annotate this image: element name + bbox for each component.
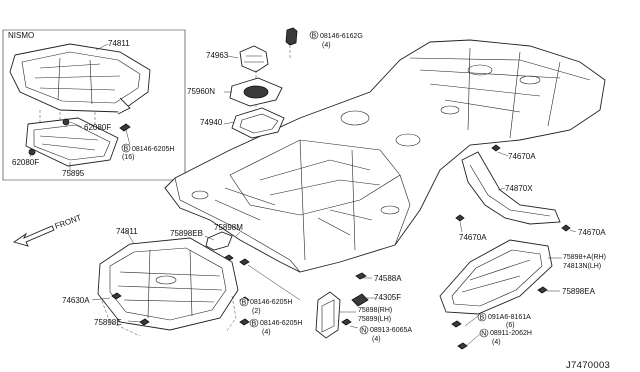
- label-74670a-2: 74670A: [578, 228, 606, 237]
- nut-badge: [479, 328, 489, 338]
- label-75898m: 75898M: [214, 223, 243, 232]
- bolt-badge: [309, 30, 319, 40]
- label-74305f: 74305F: [374, 293, 401, 302]
- label-74811-nismo: 74811: [108, 39, 130, 48]
- label-08913-qty: (4): [372, 336, 381, 343]
- clip-icon: [491, 144, 501, 152]
- cover-74940: [231, 107, 285, 139]
- bolt-badge-letter: B: [480, 315, 485, 322]
- label-08146-6162g: 08146-6162G: [320, 33, 363, 40]
- label-74811: 74811: [116, 227, 138, 236]
- label-74813n-lh: 74813N(LH): [563, 263, 601, 270]
- label-08911-2062h: 08911-2062H: [490, 330, 532, 337]
- shift-boot-group: 74963 75960N 74940 B 08146-6162G (4): [187, 27, 363, 139]
- label-74630a: 74630A: [62, 296, 90, 305]
- label-091a6-qty: (6): [506, 322, 515, 329]
- clip-icon: [561, 224, 571, 232]
- rear-undercover-group: 75898+A(RH) 74813N(LH) 75898EA B 091A6-8…: [439, 239, 606, 350]
- label-62080f-b: 62080F: [12, 158, 39, 167]
- bolt-badge: [477, 312, 487, 322]
- label-74940: 74940: [200, 118, 223, 127]
- front-arrow: FRONT: [12, 213, 83, 247]
- nut-badge: [359, 325, 369, 335]
- label-08146-6162g-qty: (4): [322, 42, 331, 49]
- insulator-74870x: [461, 151, 561, 225]
- front-undercover-group: 75898EB 75898M 74811 74630A 75898E B 081…: [62, 223, 302, 337]
- heat-insulator-group: 74670A 74870X 74670A 74670A: [455, 144, 606, 242]
- nismo-inset: NISMO 74811 62080F 62080F 75895 B: [2, 29, 186, 181]
- clip-icon: [139, 318, 150, 326]
- label-74670a-3: 74670A: [459, 233, 487, 242]
- label-08146-6205h-4-qty: (4): [262, 329, 271, 336]
- clip-icon: [451, 320, 462, 328]
- label-75895: 75895: [62, 169, 85, 178]
- bracket-75898-rh-lh: [315, 291, 341, 339]
- clip-icon: [111, 292, 122, 300]
- label-74588a: 74588A: [374, 274, 402, 283]
- front-arrow-icon: [12, 225, 55, 247]
- clip-icon: [355, 272, 367, 280]
- bolt-badge: [121, 143, 131, 153]
- nut-badge-letter: N: [361, 328, 366, 335]
- clip-icon: [341, 318, 352, 326]
- floor-panel: [164, 39, 606, 273]
- bracket-74305f: [351, 293, 369, 307]
- label-091a6-8161a: 091A6-8161A: [488, 314, 531, 321]
- bolt-badge-letter: B: [124, 146, 129, 153]
- seal-75898eb: [205, 231, 233, 251]
- label-75899-lh: 75899(LH): [358, 316, 391, 323]
- clip-icon: [239, 258, 250, 266]
- label-bolt-nismo: 08146-6205H: [132, 146, 174, 153]
- nismo-title: NISMO: [8, 31, 34, 40]
- label-75898e: 75898E: [94, 318, 122, 327]
- label-08913-6065a: 08913-6065A: [370, 327, 412, 334]
- bolt-badge-letter: B: [312, 33, 317, 40]
- label-74670a-1: 74670A: [508, 152, 536, 161]
- nismo-undercover: [9, 43, 151, 115]
- label-08146-6205h-2: 08146-6205H: [250, 299, 292, 306]
- label-08146-6205h-2-qty: (2): [252, 308, 261, 315]
- label-74963: 74963: [206, 51, 229, 60]
- label-75898-rh: 75898(RH): [358, 307, 392, 314]
- label-75898a-rh: 75898+A(RH): [563, 254, 606, 261]
- bolt-icon: [119, 123, 131, 132]
- label-62080f-a: 62080F: [84, 123, 111, 132]
- label-75898eb: 75898EB: [170, 229, 203, 238]
- diagram-code: J7470003: [566, 360, 610, 371]
- clip-icon: [457, 342, 468, 350]
- label-bolt-nismo-qty: (16): [122, 154, 134, 161]
- boot-74963: [239, 45, 269, 73]
- undercover-75898a: [439, 239, 553, 315]
- label-74870x: 74870X: [505, 184, 533, 193]
- plate-75895: [25, 117, 119, 167]
- label-75960n: 75960N: [187, 87, 215, 96]
- front-label: FRONT: [54, 213, 83, 231]
- clip-icon: [537, 286, 548, 294]
- bolt-badge: [249, 318, 259, 328]
- label-08911-qty: (4): [492, 339, 501, 346]
- bolt-badge-letter: B: [242, 300, 247, 307]
- center-bracket-group: 74588A 74305F 75898(RH) 75899(LH) N 0891…: [315, 272, 412, 343]
- nut-badge-letter: N: [481, 331, 486, 338]
- bolt-icon: [239, 318, 250, 326]
- bolt-icon: [285, 27, 298, 46]
- label-08146-6205h-4: 08146-6205H: [260, 320, 302, 327]
- bolt-badge: [239, 297, 249, 307]
- bolt-badge-letter: B: [252, 321, 257, 328]
- clip-62080f-icon: [62, 118, 70, 126]
- clip-icon: [455, 214, 465, 222]
- label-75898ea: 75898EA: [562, 287, 596, 296]
